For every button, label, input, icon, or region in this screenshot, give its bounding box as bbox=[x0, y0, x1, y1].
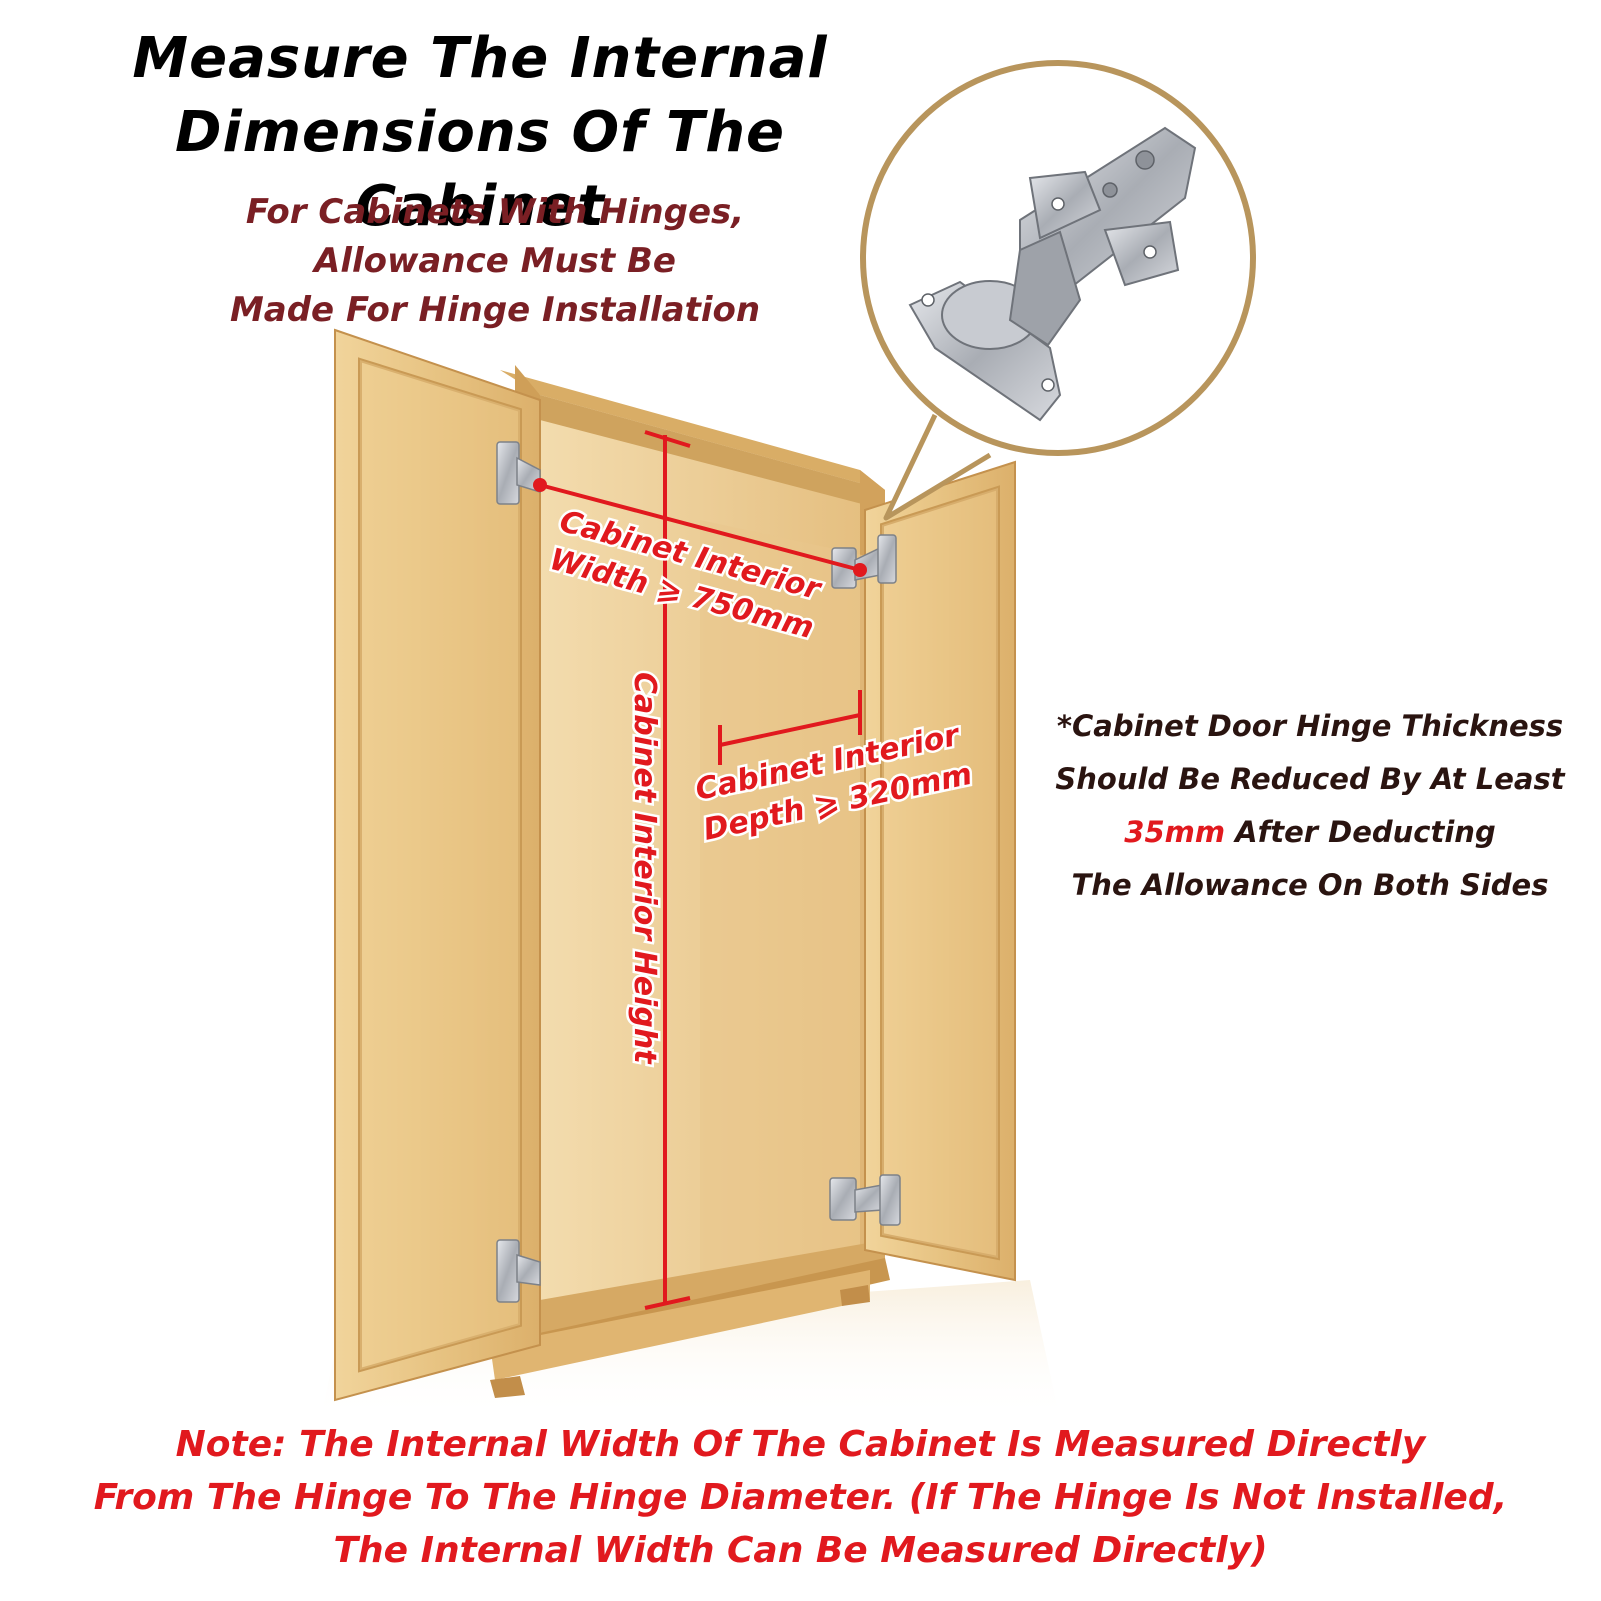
measurement-note: Note: The Internal Width Of The Cabinet … bbox=[40, 1418, 1561, 1577]
side-note-highlight: 35mm bbox=[1124, 815, 1226, 849]
title-line-2: Dimensions Of The Cabinet bbox=[174, 100, 786, 239]
title-line-1: Measure The Internal bbox=[132, 26, 828, 91]
hinge-closeup-callout bbox=[860, 60, 1256, 521]
hinge-closeup-icon bbox=[908, 126, 1197, 422]
cabinet-bottom-board bbox=[540, 1240, 885, 1335]
side-note-line-3-rest: After Deducting bbox=[1225, 815, 1496, 849]
cabinet-top-board bbox=[500, 370, 885, 490]
side-note-line-3: 35mm After Deducting bbox=[1030, 806, 1590, 859]
bottom-note-line-3: The Internal Width Can Be Measured Direc… bbox=[333, 1530, 1268, 1571]
cabinet-plinth bbox=[490, 1270, 870, 1380]
width-dimension-line bbox=[533, 478, 867, 577]
subtitle-line-3: Made For Hinge Installation bbox=[229, 290, 761, 330]
hinge-bottom-right bbox=[829, 1174, 901, 1226]
left-door bbox=[334, 328, 541, 1402]
hinge-allowance-subtitle: For Cabinets With Hinges, Allowance Must… bbox=[150, 188, 840, 335]
height-label: Cabinet Interior Height bbox=[627, 672, 662, 1065]
side-note-line-1: *Cabinet Door Hinge Thickness bbox=[1056, 709, 1564, 743]
right-door bbox=[864, 460, 1016, 1282]
bottom-note-line-1: Note: The Internal Width Of The Cabinet … bbox=[175, 1424, 1426, 1465]
page-title: Measure The Internal Dimensions Of The C… bbox=[40, 22, 920, 244]
height-dimension-line bbox=[644, 430, 691, 1310]
side-note-line-4: The Allowance On Both Sides bbox=[1071, 868, 1549, 902]
depth-dimension-line bbox=[718, 690, 862, 765]
hinge-bottom-left bbox=[496, 1239, 541, 1303]
bottom-note-line-2: From The Hinge To The Hinge Diameter. (I… bbox=[93, 1477, 1508, 1518]
subtitle-line-2: Allowance Must Be bbox=[314, 241, 676, 281]
hinge-thickness-note: *Cabinet Door Hinge Thickness Should Be … bbox=[1030, 700, 1590, 912]
side-note-line-2: Should Be Reduced By At Least bbox=[1055, 762, 1565, 796]
subtitle-line-1: For Cabinets With Hinges, bbox=[245, 192, 745, 232]
